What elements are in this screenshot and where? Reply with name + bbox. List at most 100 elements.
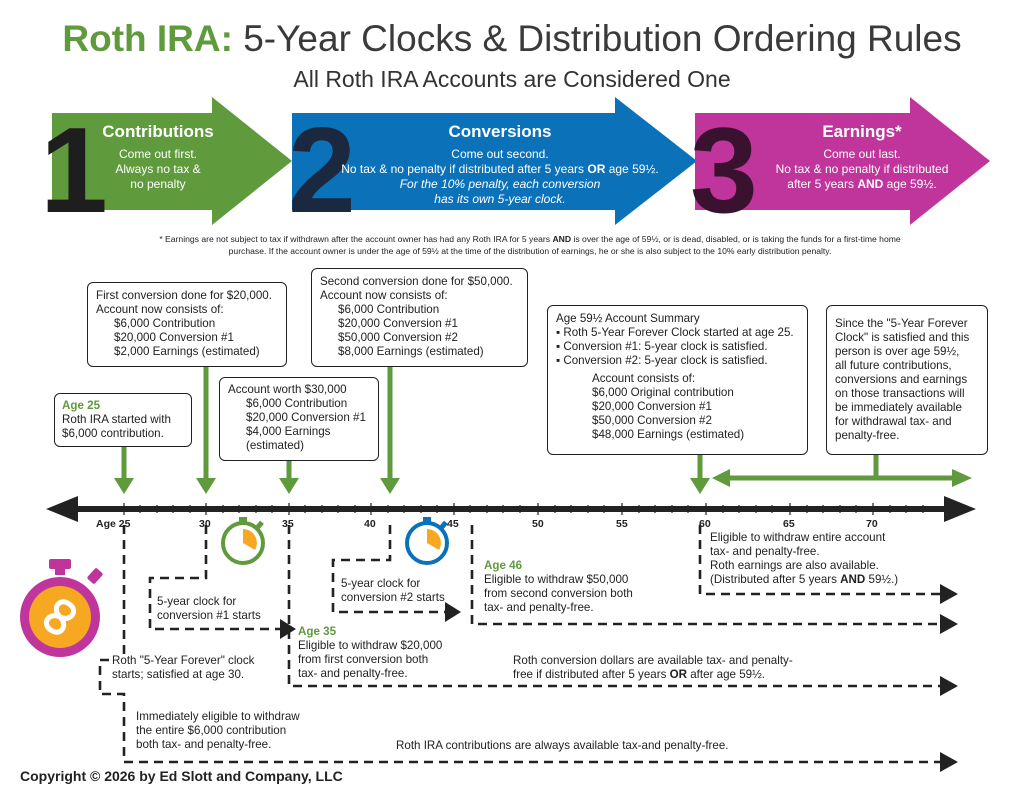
forever-line-4: all future contributions, — [835, 359, 952, 372]
forever-line-8: for withdrawal tax- and — [835, 415, 952, 428]
contributions-line-1: Come out first. — [118, 147, 198, 161]
earnings-text: Earnings* Come out last. No tax & no pen… — [762, 121, 962, 192]
conv1-item-1: $6,000 Contribution — [114, 317, 216, 330]
tick-55: 55 — [616, 518, 628, 530]
conv2-line-2: Account now consists of: — [320, 289, 448, 302]
forever-clock-icon — [20, 559, 103, 657]
steps-arrows: 1 2 3 — [40, 97, 990, 235]
tick-30: 30 — [199, 518, 211, 530]
conv2-item-2: $20,000 Conversion #1 — [338, 317, 458, 330]
timeline-left-arrowhead — [46, 496, 78, 522]
conversions-italic-1: For the 10% penalty, each conversion — [399, 177, 601, 191]
age-25-line-1: Roth IRA started with — [62, 413, 171, 426]
summary-title: Age 59½ Account Summary — [556, 312, 700, 325]
tick-40: 40 — [364, 518, 376, 530]
age-25-line-2: $6,000 contribution. — [62, 427, 164, 440]
conversions-arrow-shape — [292, 97, 697, 225]
summary-bullet-3: ▪ Conversion #2: 5-year clock is satisfi… — [556, 354, 768, 367]
forever-line-1: Since the "5-Year Forever — [835, 317, 968, 330]
earnings-arrow-shape — [695, 97, 990, 225]
forever-line-6: on those transactions will — [835, 387, 965, 400]
tick-70: 70 — [866, 518, 878, 530]
conv1-item-3: $2,000 Earnings (estimated) — [114, 345, 260, 358]
contributions-text: Contributions Come out first. Always no … — [88, 121, 228, 192]
tick-35: 35 — [282, 518, 294, 530]
worth-line-1: Account worth $30,000 — [228, 383, 347, 396]
forever-line-9: penalty-free. — [835, 429, 900, 442]
second-conversion-box: Second conversion done for $50,000. Acco… — [311, 268, 528, 367]
title-rest: 5-Year Clocks & Distribution Ordering Ru… — [232, 18, 962, 59]
conv2-line-1: Second conversion done for $50,000. — [320, 275, 513, 288]
forever-line-5: conversions and earnings — [835, 373, 968, 386]
step-number-2: 2 — [288, 102, 356, 235]
green-pointer-arrows — [114, 367, 972, 494]
conversions-heading: Conversions — [448, 122, 552, 141]
conv1-item-2: $20,000 Conversion #1 — [114, 331, 234, 344]
summary-item-4: $48,000 Earnings (estimated) — [592, 428, 745, 441]
step-number-1: 1 — [40, 102, 108, 235]
stopwatch-icon-green — [221, 517, 265, 565]
conv2-item-1: $6,000 Contribution — [338, 303, 440, 316]
timeline-tick-marks — [123, 503, 924, 515]
contributions-line-3: no penalty — [130, 177, 186, 191]
contributions-line-2: Always no tax & — [115, 162, 201, 176]
dashed-arrowheads — [280, 584, 958, 772]
contributions-arrow-shape — [52, 97, 292, 225]
tick-65: 65 — [783, 518, 795, 530]
worth-item-4: (estimated) — [246, 439, 304, 452]
summary-item-1: $6,000 Original contribution — [592, 386, 734, 399]
earnings-heading: Earnings* — [822, 122, 902, 141]
forever-clock-box: Since the "5-Year Forever Clock" is sati… — [826, 305, 988, 455]
account-worth-box: Account worth $30,000 $6,000 Contributio… — [219, 377, 379, 461]
age-25-heading: Age 25 — [62, 399, 101, 412]
conversions-italic-2: has its own 5-year clock. — [434, 192, 566, 206]
forever-line-2: Clock" is satisfied and this — [835, 331, 970, 344]
copyright: Copyright © 2026 by Ed Slott and Company… — [20, 768, 343, 784]
tick-60: 60 — [699, 518, 711, 530]
summary-bullet-1: ▪ Roth 5-Year Forever Clock started at a… — [556, 326, 794, 339]
earnings-line-2: No tax & no penalty if distributed — [775, 162, 949, 176]
step-number-3: 3 — [690, 102, 758, 235]
forever-line-7: be immediately available — [835, 401, 962, 414]
footnote: * Earnings are not subject to tax if wit… — [159, 234, 901, 256]
tick-50: 50 — [532, 518, 544, 530]
contributions-heading: Contributions — [102, 122, 214, 141]
contributions-always-label: Roth IRA contributions are always availa… — [396, 739, 729, 753]
stopwatch-icon-blue — [405, 517, 449, 565]
page-title: Roth IRA: 5-Year Clocks & Distribution O… — [0, 18, 1024, 60]
timeline-right-arrowhead — [944, 496, 976, 522]
summary-bullet-2: ▪ Conversion #1: 5-year clock is satisfi… — [556, 340, 768, 353]
tick-45: 45 — [447, 518, 459, 530]
conversions-line-2: No tax & no penalty if distributed after… — [341, 162, 659, 176]
conv2-item-4: $8,000 Earnings (estimated) — [338, 345, 484, 358]
conversions-line-1: Come out second. — [451, 147, 549, 161]
age-59-summary-box: Age 59½ Account Summary ▪ Roth 5-Year Fo… — [547, 305, 808, 455]
tick-age-25: Age 25 — [96, 518, 131, 530]
conv1-line-1: First conversion done for $20,000. — [96, 289, 272, 302]
conversion-dollars-label: Roth conversion dollars are available ta… — [513, 654, 793, 682]
conv2-item-3: $50,000 Conversion #2 — [338, 331, 458, 344]
conversions-text: Conversions Come out second. No tax & no… — [340, 121, 660, 207]
earnings-line-1: Come out last. — [823, 147, 901, 161]
worth-item-1: $6,000 Contribution — [246, 397, 348, 410]
worth-item-3: $4,000 Earnings — [246, 425, 331, 438]
summary-item-3: $50,000 Conversion #2 — [592, 414, 712, 427]
summary-consists: Account consists of: — [592, 372, 696, 385]
first-conversion-box: First conversion done for $20,000. Accou… — [87, 282, 287, 367]
worth-item-2: $20,000 Conversion #1 — [246, 411, 366, 424]
forever-line-3: person is over age 59½, — [835, 345, 960, 358]
conv1-line-2: Account now consists of: — [96, 303, 224, 316]
age-25-box: Age 25 Roth IRA started with $6,000 cont… — [54, 393, 192, 447]
summary-item-2: $20,000 Conversion #1 — [592, 400, 712, 413]
page-subtitle: All Roth IRA Accounts are Considered One — [293, 66, 731, 92]
title-highlight: Roth IRA: — [62, 18, 233, 59]
earnings-line-3: after 5 years AND age 59½. — [787, 177, 937, 191]
